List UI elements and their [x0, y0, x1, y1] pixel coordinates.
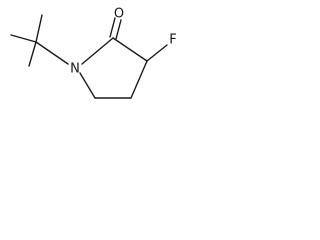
atom-nitrogen: N — [70, 62, 80, 77]
bond-tbu-nitrogen — [35, 41, 69, 65]
atom-oxygen: O — [114, 7, 124, 22]
bond-c3-fluorine — [146, 44, 168, 62]
bond-tbu-methyl-2 — [35, 14, 43, 43]
bond-nitrogen-carbonyl — [81, 37, 114, 65]
bond-carbonyl-double-1 — [109, 17, 116, 38]
molecule-structure: O N F — [10, 7, 177, 99]
bond-c5-nitrogen — [79, 72, 96, 99]
bond-tbu-methyl-3 — [28, 41, 37, 67]
bond-carbonyl-c3 — [112, 37, 148, 62]
bond-tbu-methyl-1 — [10, 34, 37, 43]
atom-fluorine: F — [169, 33, 176, 48]
bond-carbonyl-double-2 — [115, 19, 122, 40]
bond-c3-c4 — [130, 60, 148, 99]
